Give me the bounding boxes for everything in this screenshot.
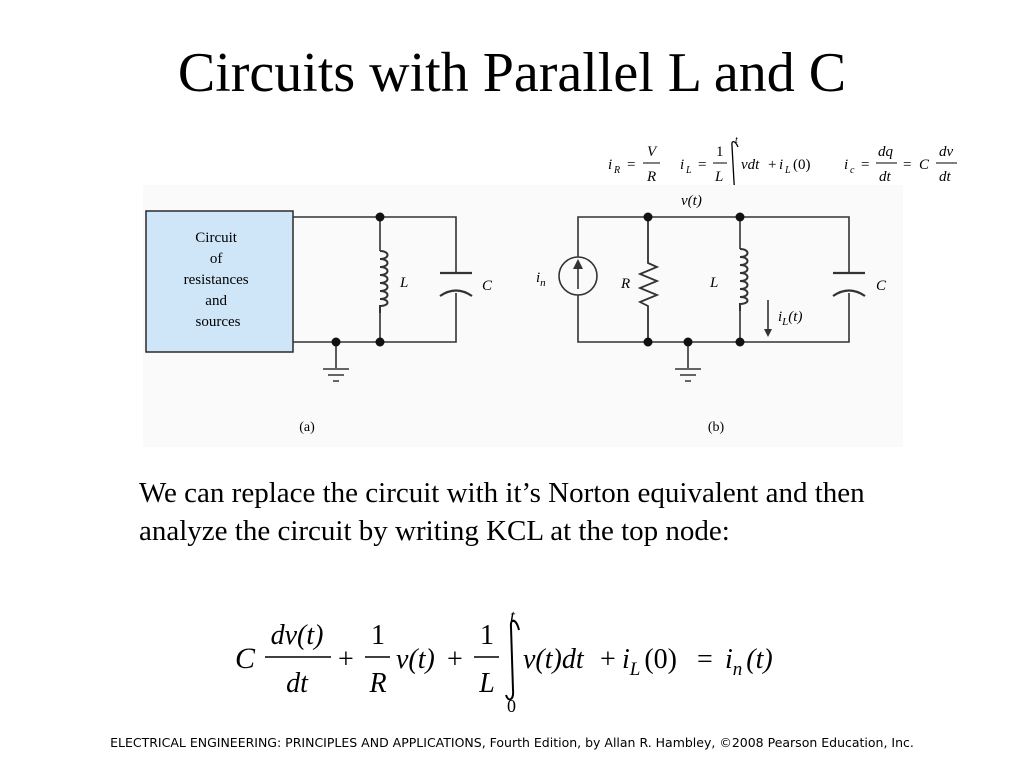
kcl-plus-3: + bbox=[600, 644, 616, 675]
kcl-int-lower: 0 bbox=[507, 696, 516, 716]
node-bottom-b-2 bbox=[735, 337, 745, 347]
circuit-diagrams: Circuit of resistances and sources L bbox=[143, 185, 903, 447]
eq-ic-coef: C bbox=[919, 157, 930, 173]
kcl-equation: C dv(t) dt + 1 R v(t) + 1 L t 0 v(t)dt +… bbox=[235, 606, 773, 716]
capacitor-label-b: C bbox=[876, 278, 887, 294]
norton-box-label: Circuit of resistances and sources bbox=[184, 230, 253, 330]
eq-ic-num-1: dq bbox=[878, 144, 894, 160]
kcl-integral-sign bbox=[505, 619, 520, 701]
resistor-b bbox=[637, 217, 660, 342]
eq-iR-equals: = bbox=[627, 157, 635, 173]
eq-iR-sub: R bbox=[613, 165, 620, 176]
current-source-circle bbox=[558, 256, 598, 296]
source-label: in bbox=[536, 270, 546, 289]
ground-symbol-b bbox=[675, 368, 701, 382]
node-ground-b bbox=[683, 337, 693, 347]
eq-iR-lhs: i bbox=[608, 157, 612, 173]
kcl-frac3-num: 1 bbox=[480, 620, 494, 651]
inductor-current-arrow-head bbox=[764, 329, 772, 337]
resistor-current-equation: i R = V R bbox=[608, 144, 660, 185]
eq-iL-plus: + bbox=[768, 157, 776, 173]
eq-ic-equals-2: = bbox=[903, 157, 911, 173]
inductor-label-a: L bbox=[399, 275, 408, 291]
kcl-plus-2: + bbox=[447, 644, 463, 675]
norton-box bbox=[145, 210, 294, 353]
node-ground-a bbox=[331, 337, 341, 347]
capacitor-label-a: C bbox=[482, 278, 493, 294]
kcl-equals: = bbox=[697, 644, 713, 675]
top-wire-a bbox=[293, 216, 457, 273]
inductor-current-equation: i L = 1 L t 0 vdt + i L (0) bbox=[680, 135, 811, 196]
capacitor-plate-bottom-a bbox=[439, 289, 473, 297]
eq-iL-term-sub: L bbox=[784, 165, 791, 176]
resistor-label-b: R bbox=[620, 276, 630, 292]
kcl-rhs: in(t) bbox=[725, 644, 773, 680]
eq-iR-den: R bbox=[646, 169, 656, 185]
inductor-coil-a bbox=[379, 250, 389, 313]
node-voltage-label: v(t) bbox=[681, 193, 702, 209]
kcl-frac1-num: dv(t) bbox=[271, 620, 324, 651]
ground-symbol-a bbox=[323, 368, 349, 382]
eq-iL-term-arg: (0) bbox=[793, 157, 811, 173]
kcl-initial-current: iL(0) bbox=[622, 644, 677, 680]
eq-ic-lhs: i bbox=[844, 157, 848, 173]
kcl-integrand: v(t)dt bbox=[523, 644, 585, 675]
eq-iL-term: i bbox=[779, 157, 783, 173]
kcl-frac2-den: R bbox=[368, 668, 386, 699]
kcl-coef-c: C bbox=[235, 642, 256, 675]
slide-title: Circuits with Parallel L and C bbox=[177, 42, 847, 104]
inductor-label-b: L bbox=[709, 275, 718, 291]
kcl-plus-1: + bbox=[338, 644, 354, 675]
eq-iL-den: L bbox=[714, 169, 723, 185]
kcl-frac2-num: 1 bbox=[371, 620, 385, 651]
eq-iL-integrand: vdt bbox=[741, 157, 760, 173]
node-bottom-a bbox=[375, 337, 385, 347]
eq-ic-den-2: dt bbox=[939, 169, 952, 185]
eq-iL-equals: = bbox=[698, 157, 706, 173]
eq-iL-num: 1 bbox=[716, 144, 724, 160]
caption-b: (b) bbox=[708, 420, 725, 435]
bottom-wire-b bbox=[577, 293, 850, 343]
footer-credit: ELECTRICAL ENGINEERING: PRINCIPLES AND A… bbox=[110, 735, 914, 750]
eq-iL-lhs: i bbox=[680, 157, 684, 173]
capacitor-current-equation: i c = dq dt = C dv dt bbox=[844, 144, 957, 185]
inductor-current-label: iL(t) bbox=[778, 309, 802, 328]
eq-iR-num: V bbox=[647, 144, 658, 160]
node-top-b-1 bbox=[643, 212, 653, 222]
kcl-term-v: v(t) bbox=[396, 644, 435, 675]
eq-ic-equals-1: = bbox=[861, 157, 869, 173]
node-bottom-b-1 bbox=[643, 337, 653, 347]
kcl-frac3-den: L bbox=[478, 668, 495, 699]
circuit-a: Circuit of resistances and sources L bbox=[145, 210, 493, 435]
capacitor-plate-bottom-b bbox=[832, 289, 866, 297]
kcl-int-upper: t bbox=[510, 606, 516, 626]
node-top-b-2 bbox=[735, 212, 745, 222]
caption-a: (a) bbox=[299, 420, 315, 435]
kcl-frac1-den: dt bbox=[286, 668, 309, 699]
eq-ic-den-1: dt bbox=[879, 169, 892, 185]
node-top-a bbox=[375, 212, 385, 222]
eq-ic-num-2: dv bbox=[939, 144, 954, 160]
eq-iL-sub: L bbox=[685, 165, 692, 176]
eq-iL-integral-sign bbox=[728, 140, 739, 189]
circuit-b: v(t) in R L iL(t) C (b) bbox=[536, 193, 887, 435]
current-source-arrow-head bbox=[573, 259, 583, 269]
component-equations: i R = V R i L = 1 L t 0 vdt + i L (0) i … bbox=[608, 135, 957, 196]
bottom-wire-a bbox=[293, 293, 457, 343]
inductor-coil-b bbox=[739, 248, 749, 311]
eq-ic-sub: c bbox=[850, 165, 855, 176]
top-wire-b bbox=[577, 216, 850, 273]
eq-iL-upper-limit: t bbox=[735, 135, 738, 146]
body-text: We can replace the circuit with it’s Nor… bbox=[139, 477, 865, 547]
